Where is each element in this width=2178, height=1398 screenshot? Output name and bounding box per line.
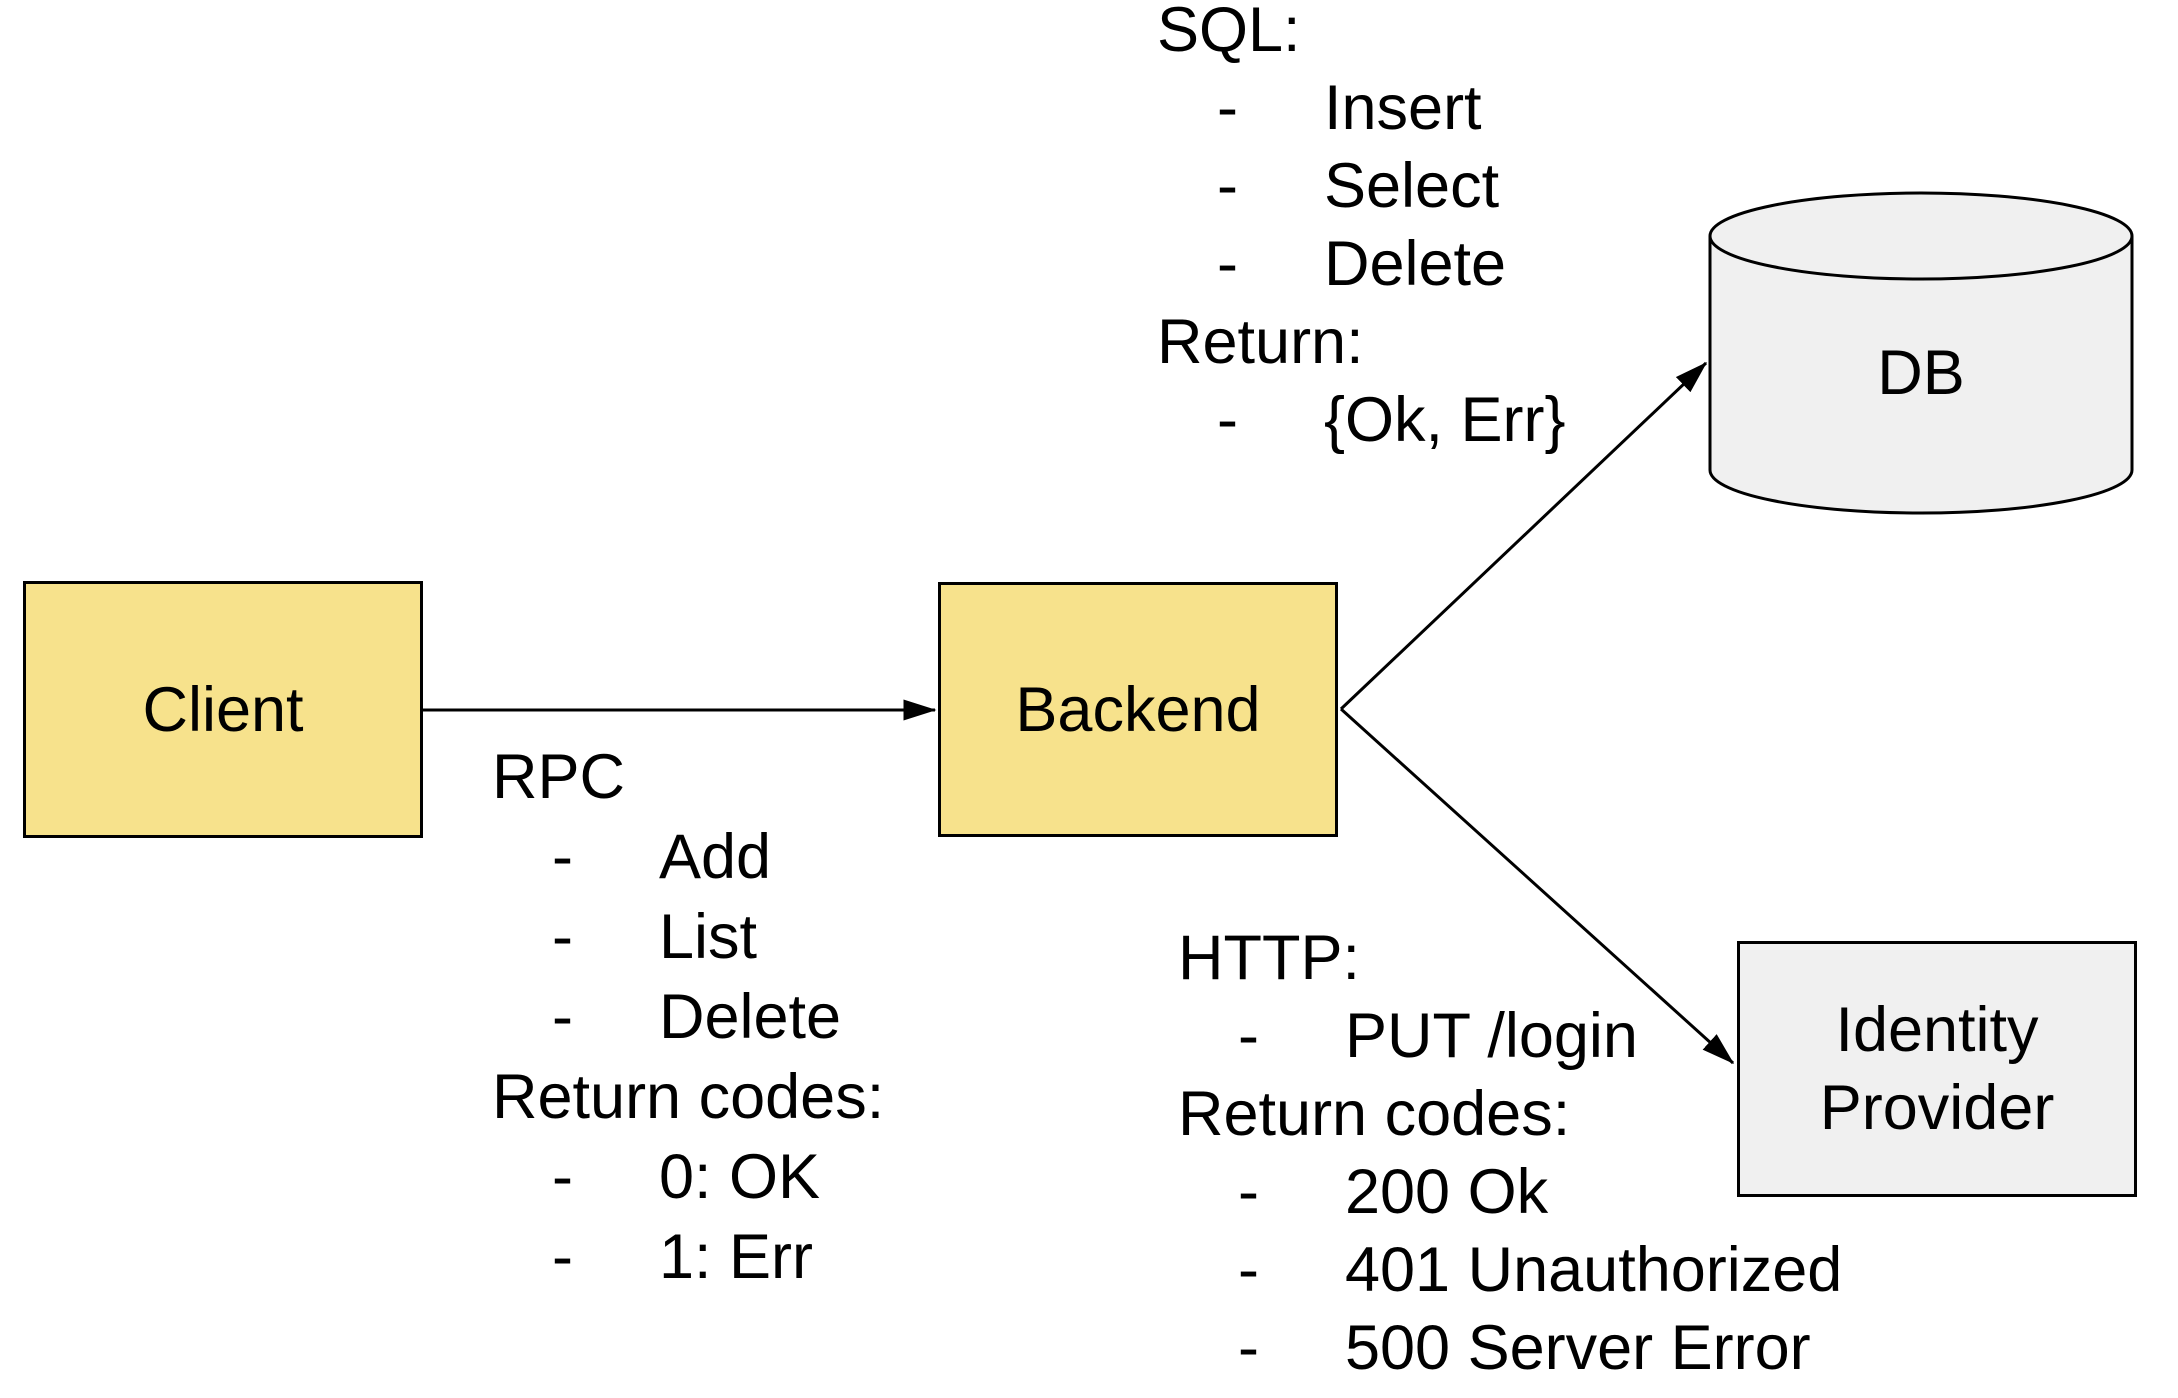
rpc-title: RPC xyxy=(492,742,626,812)
rpc-return-label: Return codes: xyxy=(492,1062,885,1132)
http-title: HTTP: xyxy=(1178,923,1360,993)
http-return-401: -401 Unauthorized xyxy=(1178,1231,1842,1309)
rpc-return-err: -1: Err xyxy=(492,1217,884,1297)
bullet-dash: - xyxy=(1217,229,1238,299)
bullet-dash: - xyxy=(552,1222,573,1292)
bullet-dash: - xyxy=(552,1142,573,1212)
node-db-label: DB xyxy=(1877,338,1965,408)
sql-item-select: -Select xyxy=(1157,147,1566,225)
http-return-label: Return codes: xyxy=(1178,1079,1571,1149)
sql-return-okerr: -{Ok, Err} xyxy=(1157,381,1566,459)
http-item-put-login: -PUT /login xyxy=(1178,997,1842,1075)
annotation-http: HTTP: -PUT /login Return codes: -200 Ok … xyxy=(1178,919,1842,1387)
bullet-dash: - xyxy=(1238,1001,1259,1071)
node-backend: Backend xyxy=(938,582,1338,837)
arrow-backend-to-idp xyxy=(1339,707,1735,1065)
bullet-dash: - xyxy=(1217,73,1238,143)
node-client-label: Client xyxy=(142,674,304,745)
node-identity-provider-label: Identity Provider xyxy=(1819,995,2055,1143)
sql-title: SQL: xyxy=(1157,0,1301,65)
bullet-dash: - xyxy=(552,822,573,892)
node-client: Client xyxy=(23,581,423,838)
bullet-dash: - xyxy=(552,982,573,1052)
bullet-dash: - xyxy=(1238,1157,1259,1227)
node-backend-label: Backend xyxy=(1015,674,1261,745)
sql-item-insert: -Insert xyxy=(1157,69,1566,147)
rpc-return-ok: -0: OK xyxy=(492,1137,884,1217)
db-cylinder-body xyxy=(1708,236,2134,515)
http-return-500: -500 Server Error xyxy=(1178,1309,1842,1387)
sql-item-delete: -Delete xyxy=(1157,225,1566,303)
bullet-dash: - xyxy=(1217,151,1238,221)
bullet-dash: - xyxy=(1217,385,1238,455)
rpc-item-add: -Add xyxy=(492,817,884,897)
node-identity-provider: Identity Provider xyxy=(1737,941,2137,1197)
rpc-item-delete: -Delete xyxy=(492,977,884,1057)
annotation-rpc: RPC -Add -List -Delete Return codes: -0:… xyxy=(492,737,884,1297)
rpc-item-list: -List xyxy=(492,897,884,977)
arrow-backend-to-db xyxy=(1339,361,1708,711)
annotation-sql: SQL: -Insert -Select -Delete Return: -{O… xyxy=(1157,0,1566,459)
node-db-cylinder xyxy=(1708,191,2134,515)
sql-return-label: Return: xyxy=(1157,307,1364,377)
http-return-200: -200 Ok xyxy=(1178,1153,1842,1231)
bullet-dash: - xyxy=(1238,1313,1259,1383)
bullet-dash: - xyxy=(1238,1235,1259,1305)
bullet-dash: - xyxy=(552,902,573,972)
db-cylinder-top xyxy=(1708,191,2134,281)
